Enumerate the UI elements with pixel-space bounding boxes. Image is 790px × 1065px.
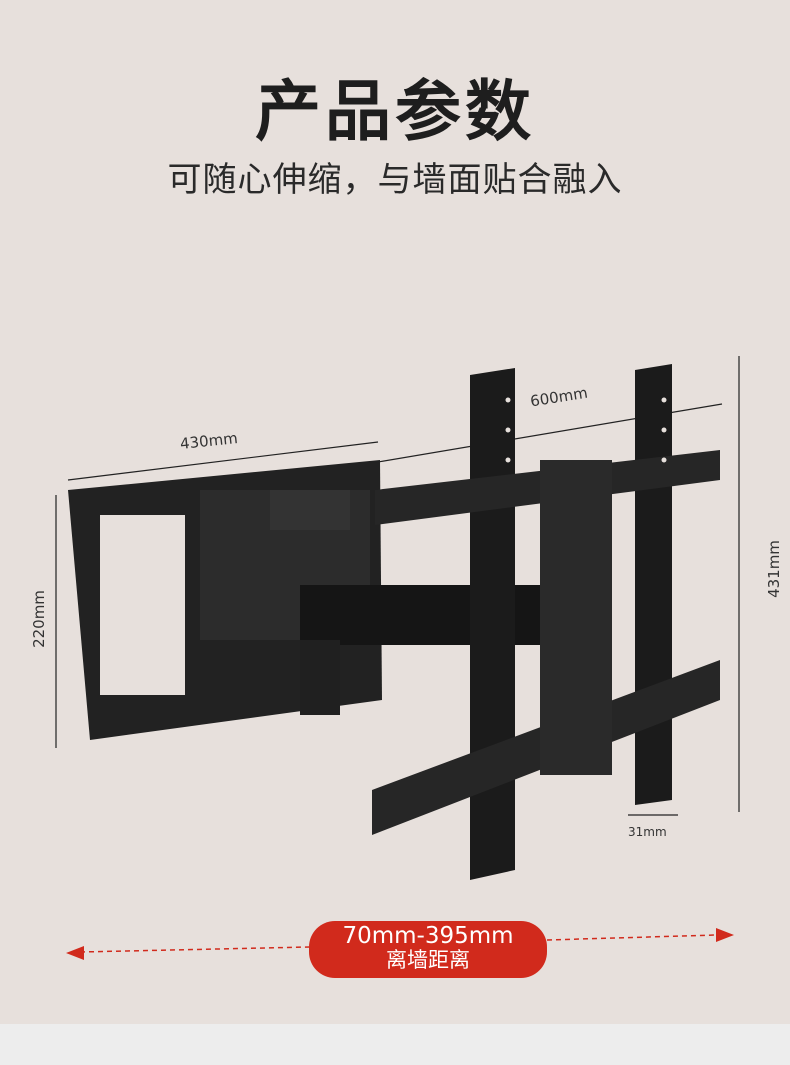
wall-distance-badge: 70mm-395mm 离墙距离 [309,921,547,978]
distance-label: 离墙距离 [386,948,470,972]
dimension-220: 220mm [29,590,48,648]
distance-range: 70mm-395mm [342,923,514,949]
dimension-31: 31mm [628,825,667,839]
page-title: 产品参数 [255,73,535,150]
dimension-431: 431mm [764,540,783,598]
page-subtitle: 可随心伸缩，与墙面贴合融入 [167,160,623,200]
